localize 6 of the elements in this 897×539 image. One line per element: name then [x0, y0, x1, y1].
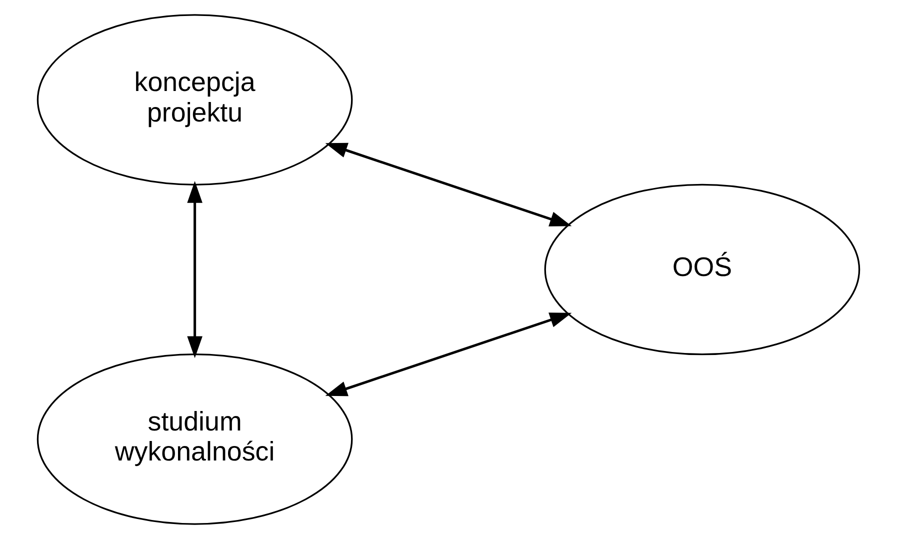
node-ellipse: koncepcja projektu	[36, 14, 353, 186]
arrow	[325, 312, 572, 396]
arrow	[187, 181, 202, 358]
arrow	[325, 142, 572, 226]
node-ellipse: studium wykonalności	[36, 354, 353, 525]
node-ellipse: OOŚ	[544, 184, 860, 356]
